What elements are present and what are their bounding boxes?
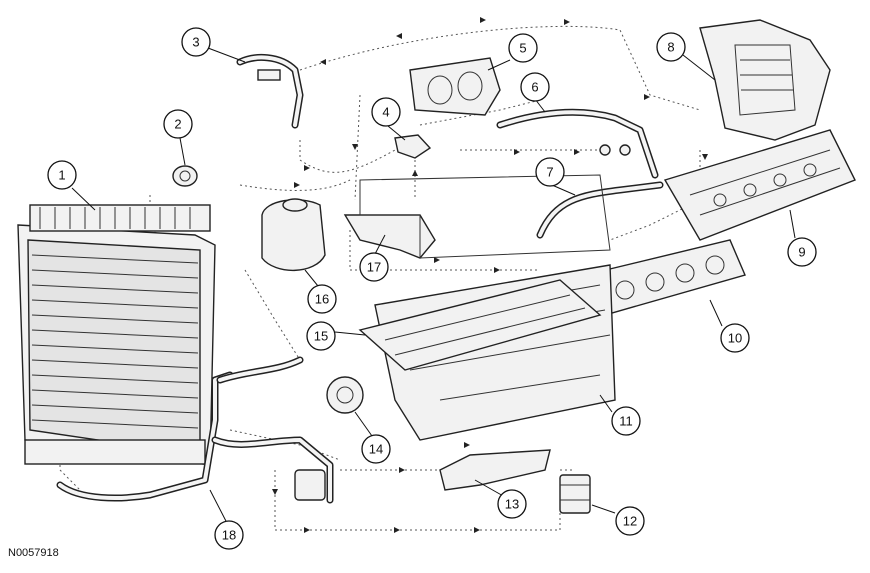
callout-8-label: 8 — [667, 40, 674, 55]
callout-6: 6 — [520, 72, 550, 102]
water-pump — [326, 376, 364, 414]
callout-3-label: 3 — [192, 35, 199, 50]
callout-11-label: 11 — [619, 414, 633, 429]
figure-reference-id: N0057918 — [8, 547, 59, 559]
callout-1-label: 1 — [58, 168, 65, 183]
callout-3: 3 — [181, 27, 211, 57]
callout-8: 8 — [656, 32, 686, 62]
left-cylinder-head — [358, 279, 602, 371]
callout-18-label: 18 — [222, 528, 236, 543]
callout-13: 13 — [497, 489, 527, 519]
callout-9-label: 9 — [798, 245, 805, 260]
coolant-fitting — [394, 134, 432, 159]
callout-leaders — [71, 47, 796, 526]
callout-4: 4 — [371, 97, 401, 127]
callout-2-label: 2 — [174, 117, 181, 132]
callout-16-label: 16 — [315, 292, 329, 307]
callout-11: 11 — [611, 406, 641, 436]
callout-14-label: 14 — [369, 442, 383, 457]
coolant-tube — [496, 108, 659, 179]
callout-4-label: 4 — [382, 105, 389, 120]
callout-7: 7 — [535, 157, 565, 187]
callout-15: 15 — [306, 321, 336, 351]
coolant-outlet-tube — [343, 174, 611, 259]
callout-18: 18 — [214, 520, 244, 550]
callout-5-label: 5 — [519, 41, 526, 56]
callout-10-label: 10 — [728, 331, 742, 346]
oil-cooler — [559, 474, 591, 514]
callout-12-label: 12 — [623, 514, 637, 529]
throttle-body — [409, 57, 501, 116]
right-cylinder-head — [663, 129, 856, 241]
callout-2: 2 — [163, 109, 193, 139]
callout-5: 5 — [508, 33, 538, 63]
callout-16: 16 — [307, 284, 337, 314]
egr-cooler-housing — [699, 19, 831, 141]
callout-13-label: 13 — [505, 497, 519, 512]
callout-14: 14 — [361, 434, 391, 464]
callout-7-label: 7 — [546, 165, 553, 180]
callout-1: 1 — [47, 160, 77, 190]
callout-17: 17 — [359, 252, 389, 282]
crossover-tube — [536, 181, 664, 239]
callout-10: 10 — [720, 323, 750, 353]
callout-15-label: 15 — [314, 329, 328, 344]
callout-6-label: 6 — [531, 80, 538, 95]
lower-radiator-hose — [56, 356, 334, 504]
water-outlet-bracket — [439, 449, 551, 491]
bleed-valve — [172, 165, 198, 187]
heater-tube — [236, 54, 304, 129]
radiator — [17, 204, 216, 466]
callout-12: 12 — [615, 506, 645, 536]
degas-bottle — [261, 198, 326, 272]
callout-9: 9 — [787, 237, 817, 267]
callout-17-label: 17 — [367, 260, 381, 275]
